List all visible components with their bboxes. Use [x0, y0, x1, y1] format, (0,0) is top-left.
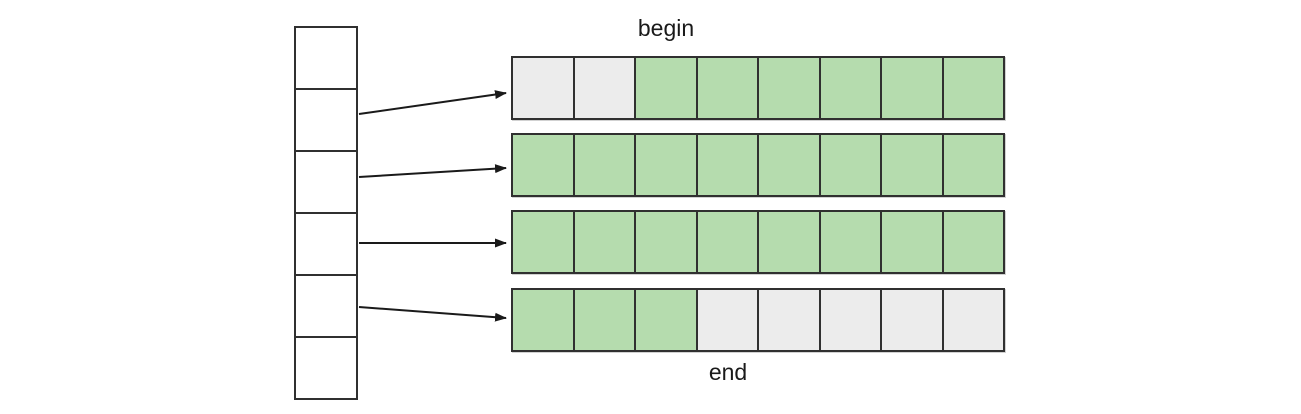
chunk-cell-filled	[695, 135, 757, 195]
map-cell	[294, 274, 358, 338]
chunk-cell-empty	[880, 290, 942, 350]
chunk-cell-filled	[880, 58, 942, 118]
chunk-cell-filled	[572, 212, 634, 272]
chunk-cell-empty	[513, 58, 573, 118]
chunk-cell-filled	[818, 212, 880, 272]
chunk-cell-filled	[695, 212, 757, 272]
chunk-cell-filled	[513, 135, 573, 195]
chunk-cell-filled	[513, 290, 573, 350]
map-cell	[294, 150, 358, 214]
chunk-cell-filled	[572, 290, 634, 350]
chunk-row	[511, 288, 1005, 352]
chunk-row	[511, 210, 1005, 274]
chunk-cell-filled	[880, 212, 942, 272]
chunk-cell-filled	[941, 135, 1003, 195]
chunk-cell-filled	[513, 212, 573, 272]
chunk-cell-filled	[695, 58, 757, 118]
end-iterator-label: end	[708, 359, 748, 385]
pointer-arrow	[358, 164, 507, 178]
chunk-cell-filled	[941, 212, 1003, 272]
chunk-row	[511, 133, 1005, 197]
chunk-cell-filled	[634, 135, 696, 195]
chunk-cell-empty	[818, 290, 880, 350]
chunk-cell-empty	[572, 58, 634, 118]
chunk-cell-filled	[880, 135, 942, 195]
chunk-cell-filled	[634, 58, 696, 118]
map-cell	[294, 26, 358, 90]
chunk-cell-empty	[757, 290, 819, 350]
chunk-cell-filled	[757, 58, 819, 118]
chunk-cell-filled	[634, 290, 696, 350]
chunk-cell-filled	[757, 135, 819, 195]
pointer-arrow	[358, 90, 507, 115]
begin-iterator-label: begin	[637, 15, 695, 41]
pointer-arrow	[358, 306, 507, 322]
map-column	[294, 26, 358, 400]
map-cell	[294, 88, 358, 152]
map-cell	[294, 212, 358, 276]
chunk-cell-empty	[941, 290, 1003, 350]
chunk-cell-filled	[572, 135, 634, 195]
map-cell	[294, 336, 358, 400]
chunk-cell-filled	[818, 135, 880, 195]
chunk-cell-filled	[634, 212, 696, 272]
chunk-cell-empty	[695, 290, 757, 350]
chunk-cell-filled	[941, 58, 1003, 118]
chunk-row	[511, 56, 1005, 120]
chunk-cell-filled	[757, 212, 819, 272]
chunk-cell-filled	[818, 58, 880, 118]
